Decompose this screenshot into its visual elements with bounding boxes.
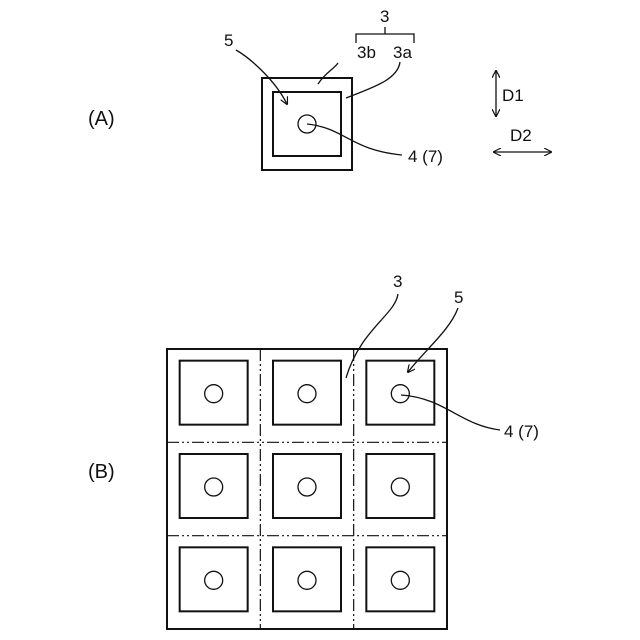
leader-4-7 bbox=[307, 124, 402, 155]
chip-square bbox=[273, 361, 341, 425]
chip-circle bbox=[298, 385, 316, 403]
ref-5-label: 5 bbox=[224, 31, 233, 50]
chip-circle bbox=[298, 571, 316, 589]
chip-square bbox=[366, 454, 434, 518]
chip-square bbox=[273, 454, 341, 518]
ref-3-label: 3 bbox=[380, 7, 389, 26]
chip-circle bbox=[391, 385, 409, 403]
chip-circle bbox=[205, 478, 223, 496]
chip-square bbox=[180, 361, 248, 425]
panel-b: (B) 3 5 4 (7) bbox=[88, 272, 539, 629]
ref-3a-label: 3a bbox=[393, 43, 412, 62]
panel-a-label: (A) bbox=[88, 108, 115, 130]
ref-3b-label: 3b bbox=[357, 43, 376, 62]
dir-d1-label: D1 bbox=[502, 86, 524, 105]
bracket-3 bbox=[356, 27, 414, 43]
ref-3-label-b: 3 bbox=[393, 272, 402, 291]
cell-grid bbox=[180, 361, 435, 612]
chip-square bbox=[180, 547, 248, 611]
panel-a: (A) 3 3b 3a 5 4 (7) D1 D2 bbox=[88, 7, 551, 170]
panel-b-label: (B) bbox=[88, 461, 115, 483]
ref-4-7-label: 4 (7) bbox=[408, 147, 443, 166]
chip-circle bbox=[391, 478, 409, 496]
chip-square bbox=[366, 547, 434, 611]
leader-3a bbox=[346, 62, 400, 98]
chip-square bbox=[273, 547, 341, 611]
ref-5-label-b: 5 bbox=[454, 288, 463, 307]
leader-3b bbox=[318, 63, 338, 84]
chip-circle bbox=[205, 385, 223, 403]
dir-d2-label: D2 bbox=[510, 126, 532, 145]
chip-square bbox=[180, 454, 248, 518]
arrow-5-b bbox=[408, 308, 458, 372]
chip-square bbox=[366, 361, 434, 425]
chip-circle bbox=[298, 478, 316, 496]
chip-circle bbox=[205, 571, 223, 589]
wafer-outline bbox=[167, 349, 447, 629]
dicing-lines bbox=[167, 349, 447, 629]
ref-4-7-label-b: 4 (7) bbox=[504, 422, 539, 441]
chip-circle bbox=[391, 571, 409, 589]
